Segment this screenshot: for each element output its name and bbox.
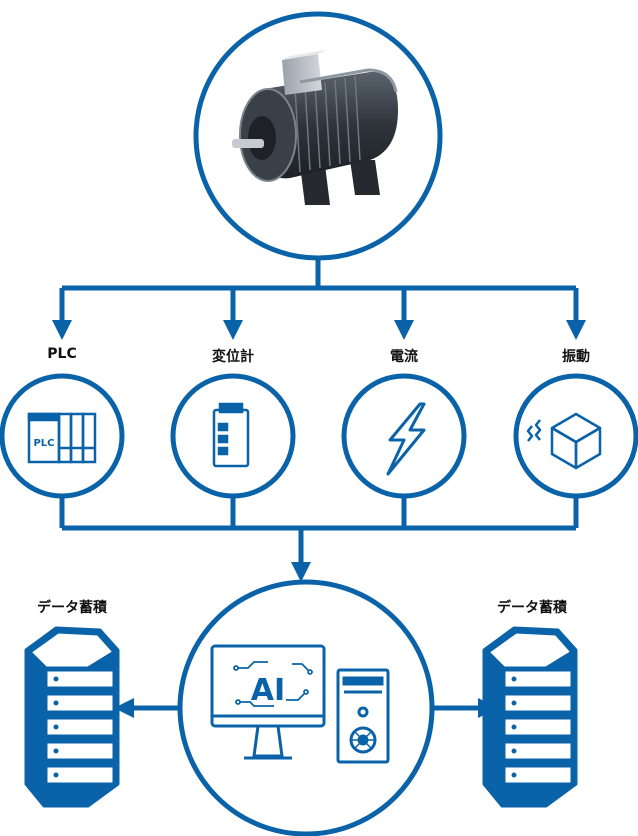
displacement-sensor-icon: [212, 402, 250, 468]
vibration-cube-icon: [526, 412, 602, 470]
server-rack-icon: [482, 626, 578, 808]
sensor-label-current: 電流: [390, 349, 418, 365]
storage-label-left: データ蓄積: [37, 600, 107, 616]
sensor-node-displacement: [170, 373, 296, 499]
server-rack-icon: [24, 626, 120, 808]
sensor-label-vibration: 振動: [562, 349, 590, 365]
ai-screen-text: AI: [251, 673, 285, 708]
sensor-node-current: [341, 373, 467, 499]
lightning-icon: [386, 402, 426, 476]
sensor-label-displacement: 変位計: [212, 349, 254, 365]
svg-text:PLC: PLC: [33, 438, 54, 449]
electric-motor-icon: [232, 50, 398, 205]
connector-lines: [52, 258, 586, 718]
sensor-node-plc: PLC: [0, 373, 125, 499]
storage-label-right: データ蓄積: [497, 600, 567, 616]
plc-icon: PLC: [27, 412, 97, 464]
ai-monitor-icon: [210, 644, 326, 760]
ai-node: AI: [177, 579, 435, 836]
sensor-node-vibration: [513, 373, 638, 499]
pc-tower-icon: [336, 668, 390, 764]
sensor-label-plc: PLC: [47, 346, 77, 362]
motor-node: [193, 11, 443, 261]
